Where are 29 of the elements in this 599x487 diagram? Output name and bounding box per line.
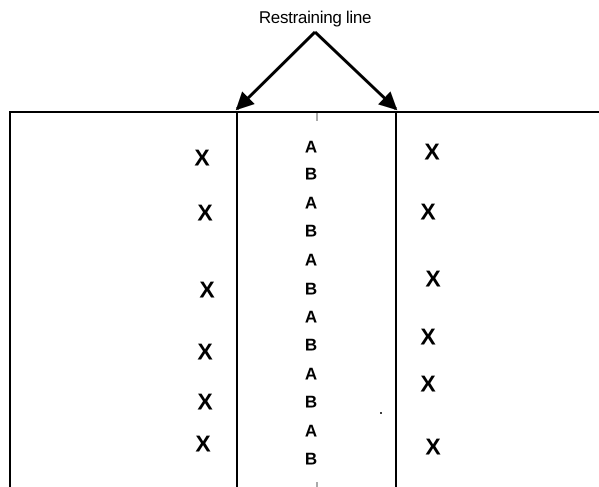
caption-text: Restraining line [245, 6, 385, 30]
player-letter: A [304, 252, 318, 268]
player-letter: B [304, 280, 318, 298]
player-letter: A [304, 308, 318, 326]
player-mark: X [425, 268, 441, 290]
player-letter: B [304, 166, 318, 182]
player-letter: B [304, 336, 318, 354]
arrow [236, 30, 316, 110]
restraining-line [236, 112, 238, 487]
player-mark: X [424, 140, 440, 164]
player-mark: X [420, 326, 436, 348]
player-mark: X [425, 436, 441, 458]
player-letter: A [304, 138, 318, 156]
player-letter: B [304, 394, 318, 410]
player-mark: X [197, 390, 213, 414]
player-letter: A [304, 366, 318, 382]
player-mark: X [195, 432, 211, 456]
player-letter: B [304, 222, 318, 240]
player-mark: X [420, 372, 436, 396]
player-mark: X [199, 278, 215, 302]
player-letter: A [304, 194, 318, 212]
player-letter: A [304, 422, 318, 440]
arrow [314, 30, 398, 110]
player-mark: X [420, 200, 436, 224]
player-mark: X [197, 340, 213, 364]
player-mark: X [194, 146, 210, 170]
restraining-line [395, 112, 397, 487]
player-letter: B [304, 450, 318, 468]
player-mark: X [197, 202, 213, 224]
